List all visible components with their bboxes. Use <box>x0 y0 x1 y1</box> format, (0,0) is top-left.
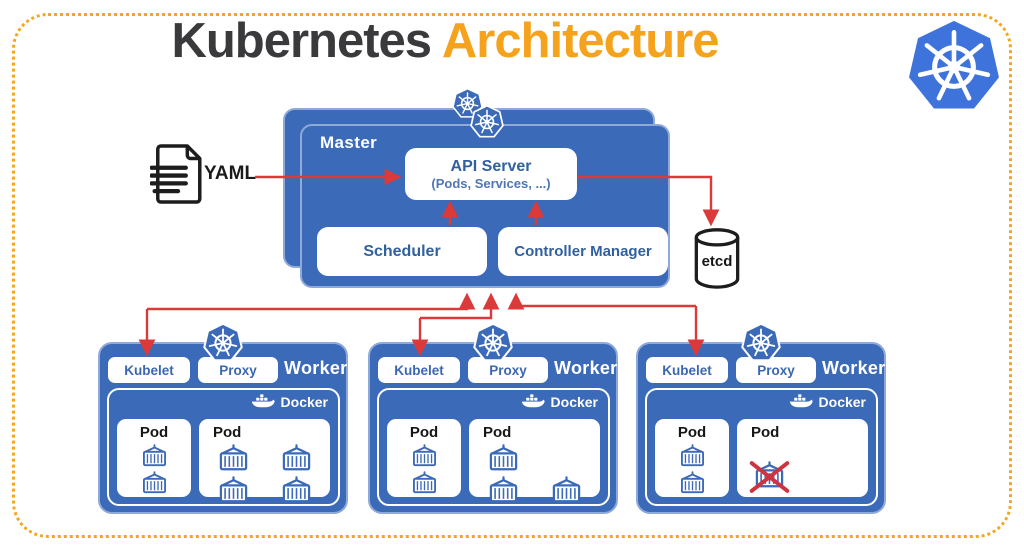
scheduler-box: Scheduler <box>317 227 487 276</box>
proxy-box: Proxy <box>468 357 548 383</box>
docker-whale-icon <box>251 394 275 410</box>
etcd-label: etcd <box>701 253 733 270</box>
docker-whale-icon <box>789 394 813 410</box>
container-icon <box>217 476 250 504</box>
pod-box: Pod <box>387 419 461 497</box>
worker-label: Worker <box>284 358 348 378</box>
pod-box: Pod <box>737 419 868 497</box>
failed-container <box>748 460 791 494</box>
docker-header: Docker <box>251 394 328 410</box>
pod-label: Pod <box>409 424 439 441</box>
proxy-box: Proxy <box>198 357 278 383</box>
container-icon <box>217 444 250 472</box>
docker-label: Docker <box>818 394 866 410</box>
kubelet-box: Kubelet <box>108 357 190 383</box>
api-server-subtitle: (Pods, Services, ...) <box>431 175 551 191</box>
docker-label: Docker <box>550 394 598 410</box>
docker-label: Docker <box>280 394 328 410</box>
pod-label: Pod <box>139 424 169 441</box>
yaml-document-icon <box>150 144 202 204</box>
container-icon <box>408 471 441 495</box>
worker-node-3: Kubelet Proxy Worker Docker Pod Pod <box>636 342 886 514</box>
pod-box: Pod <box>469 419 600 497</box>
proxy-box: Proxy <box>736 357 816 383</box>
docker-runtime-box: Docker Pod Pod <box>377 388 610 506</box>
pod-label: Pod <box>751 424 780 441</box>
container-group <box>469 444 600 494</box>
api-server-title: API Server <box>450 157 532 175</box>
kubernetes-logo-icon <box>903 16 1005 118</box>
kubernetes-badge-icon <box>741 323 781 363</box>
container-group <box>117 444 191 494</box>
container-icon <box>550 476 583 504</box>
kubernetes-badge-icon <box>203 323 243 363</box>
pod-box: Pod <box>117 419 191 497</box>
dotted-border-frame <box>12 13 1012 538</box>
api-server-box: API Server (Pods, Services, ...) <box>405 148 577 200</box>
title-architecture: Architecture <box>441 14 720 68</box>
worker-label: Worker <box>554 358 618 378</box>
docker-header: Docker <box>521 394 598 410</box>
yaml-label: YAML <box>204 163 257 184</box>
worker-label: Worker <box>822 358 886 378</box>
pod-label: Pod <box>483 424 512 441</box>
container-icon <box>676 471 709 495</box>
container-icon <box>280 476 313 504</box>
pod-box: Pod <box>655 419 729 497</box>
container-icon <box>138 471 171 495</box>
docker-header: Docker <box>789 394 866 410</box>
container-group <box>655 444 729 494</box>
worker-node-2: Kubelet Proxy Worker Docker Pod Pod <box>368 342 618 514</box>
docker-runtime-box: Docker Pod Pod <box>107 388 340 506</box>
kubelet-box: Kubelet <box>646 357 728 383</box>
page-title: Kubernetes Architecture <box>55 13 835 69</box>
container-icon <box>676 444 709 468</box>
container-icon <box>487 444 520 472</box>
docker-runtime-box: Docker Pod Pod <box>645 388 878 506</box>
container-icon <box>138 444 171 468</box>
controller-manager-box: Controller Manager <box>498 227 668 276</box>
container-group <box>387 444 461 494</box>
container-icon <box>487 476 520 504</box>
etcd-database-icon <box>694 228 740 289</box>
container-group <box>748 460 791 494</box>
pod-label: Pod <box>213 424 242 441</box>
kubernetes-badge-icon <box>473 323 513 363</box>
kubelet-box: Kubelet <box>378 357 460 383</box>
container-group <box>199 444 330 494</box>
title-kubernetes: Kubernetes <box>171 14 432 68</box>
container-icon <box>408 444 441 468</box>
master-label: Master <box>320 133 378 152</box>
pod-label: Pod <box>677 424 707 441</box>
worker-node-1: Kubelet Proxy Worker Docker Pod Pod <box>98 342 348 514</box>
pod-box: Pod <box>199 419 330 497</box>
docker-whale-icon <box>521 394 545 410</box>
container-icon <box>280 444 313 472</box>
kubernetes-badge-icon <box>470 105 504 139</box>
